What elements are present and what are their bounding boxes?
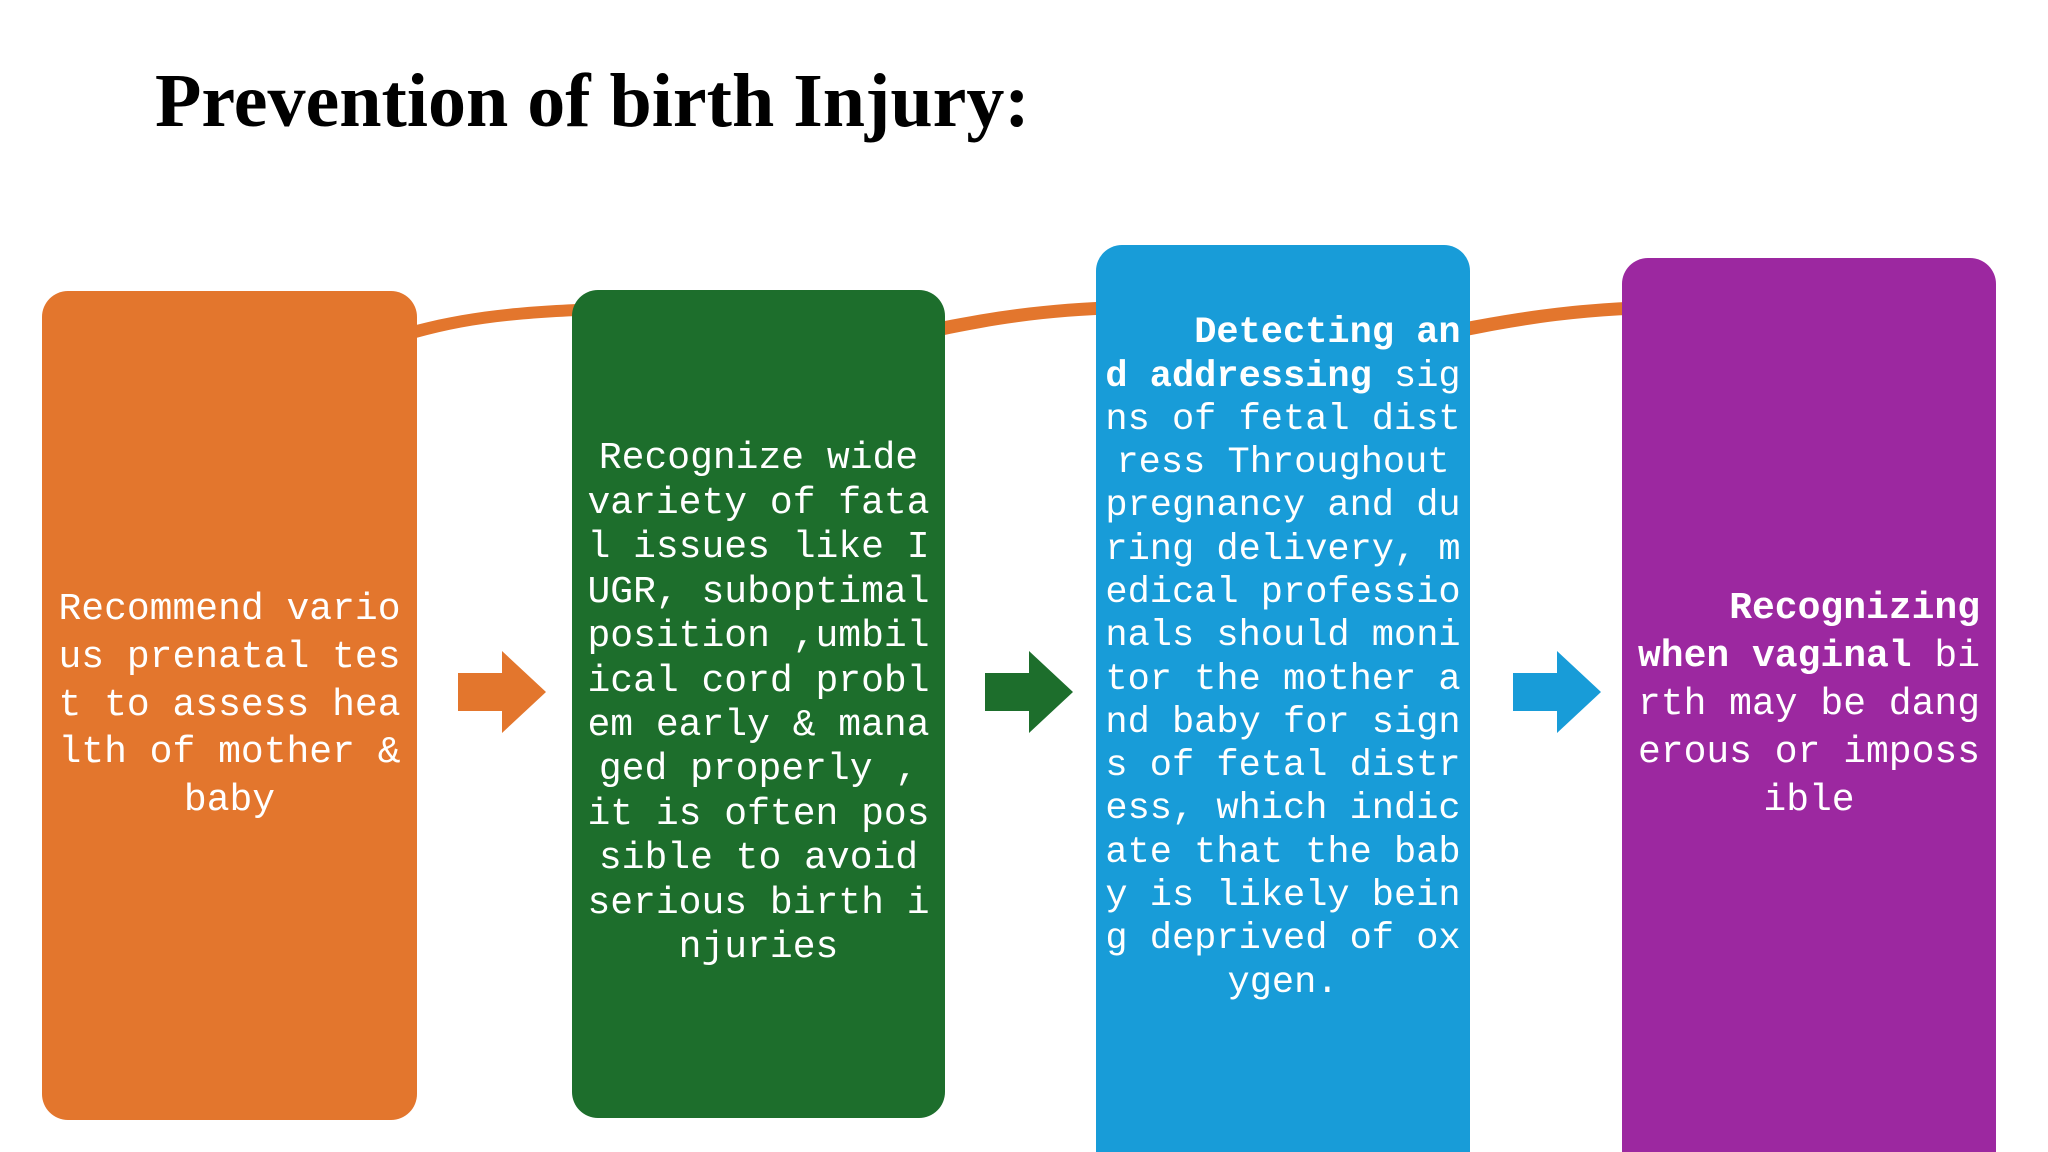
flow-box-blue-text: Detecting and addressing signs of fetal … bbox=[1096, 245, 1470, 1048]
flow-box-orange-text: Recommend various prenatal test to asses… bbox=[58, 587, 401, 823]
flow-box-purple-text-body: birth may be dangerous or impossible bbox=[1637, 635, 1981, 822]
flow-box-green-text: Recognize wide variety of fatal issues l… bbox=[587, 437, 930, 970]
arrow-right-icon-orange bbox=[458, 651, 546, 733]
flow-box-blue[interactable]: Detecting and addressing signs of fetal … bbox=[1096, 245, 1470, 1152]
flow-box-purple[interactable]: Recognizing when vaginal birth may be da… bbox=[1622, 258, 1996, 1152]
flow-box-orange[interactable]: Recommend various prenatal test to asses… bbox=[42, 291, 417, 1120]
page-title: Prevention of birth Injury: bbox=[155, 59, 1030, 143]
flow-box-green[interactable]: Recognize wide variety of fatal issues l… bbox=[572, 290, 945, 1118]
flow-box-purple-text-bold: Recognizing when vaginal bbox=[1637, 587, 1981, 679]
arrow-right-icon-blue bbox=[1513, 651, 1601, 733]
flow-box-blue-text-body: signs of fetal distress Throughout pregn… bbox=[1105, 355, 1470, 1004]
flow-box-blue-text-bold: Detecting and addressing bbox=[1105, 312, 1461, 398]
arrow-right-icon-green bbox=[985, 651, 1073, 733]
flow-box-purple-text: Recognizing when vaginal birth may be da… bbox=[1622, 537, 1996, 872]
connector-segment-2 bbox=[940, 301, 1120, 336]
